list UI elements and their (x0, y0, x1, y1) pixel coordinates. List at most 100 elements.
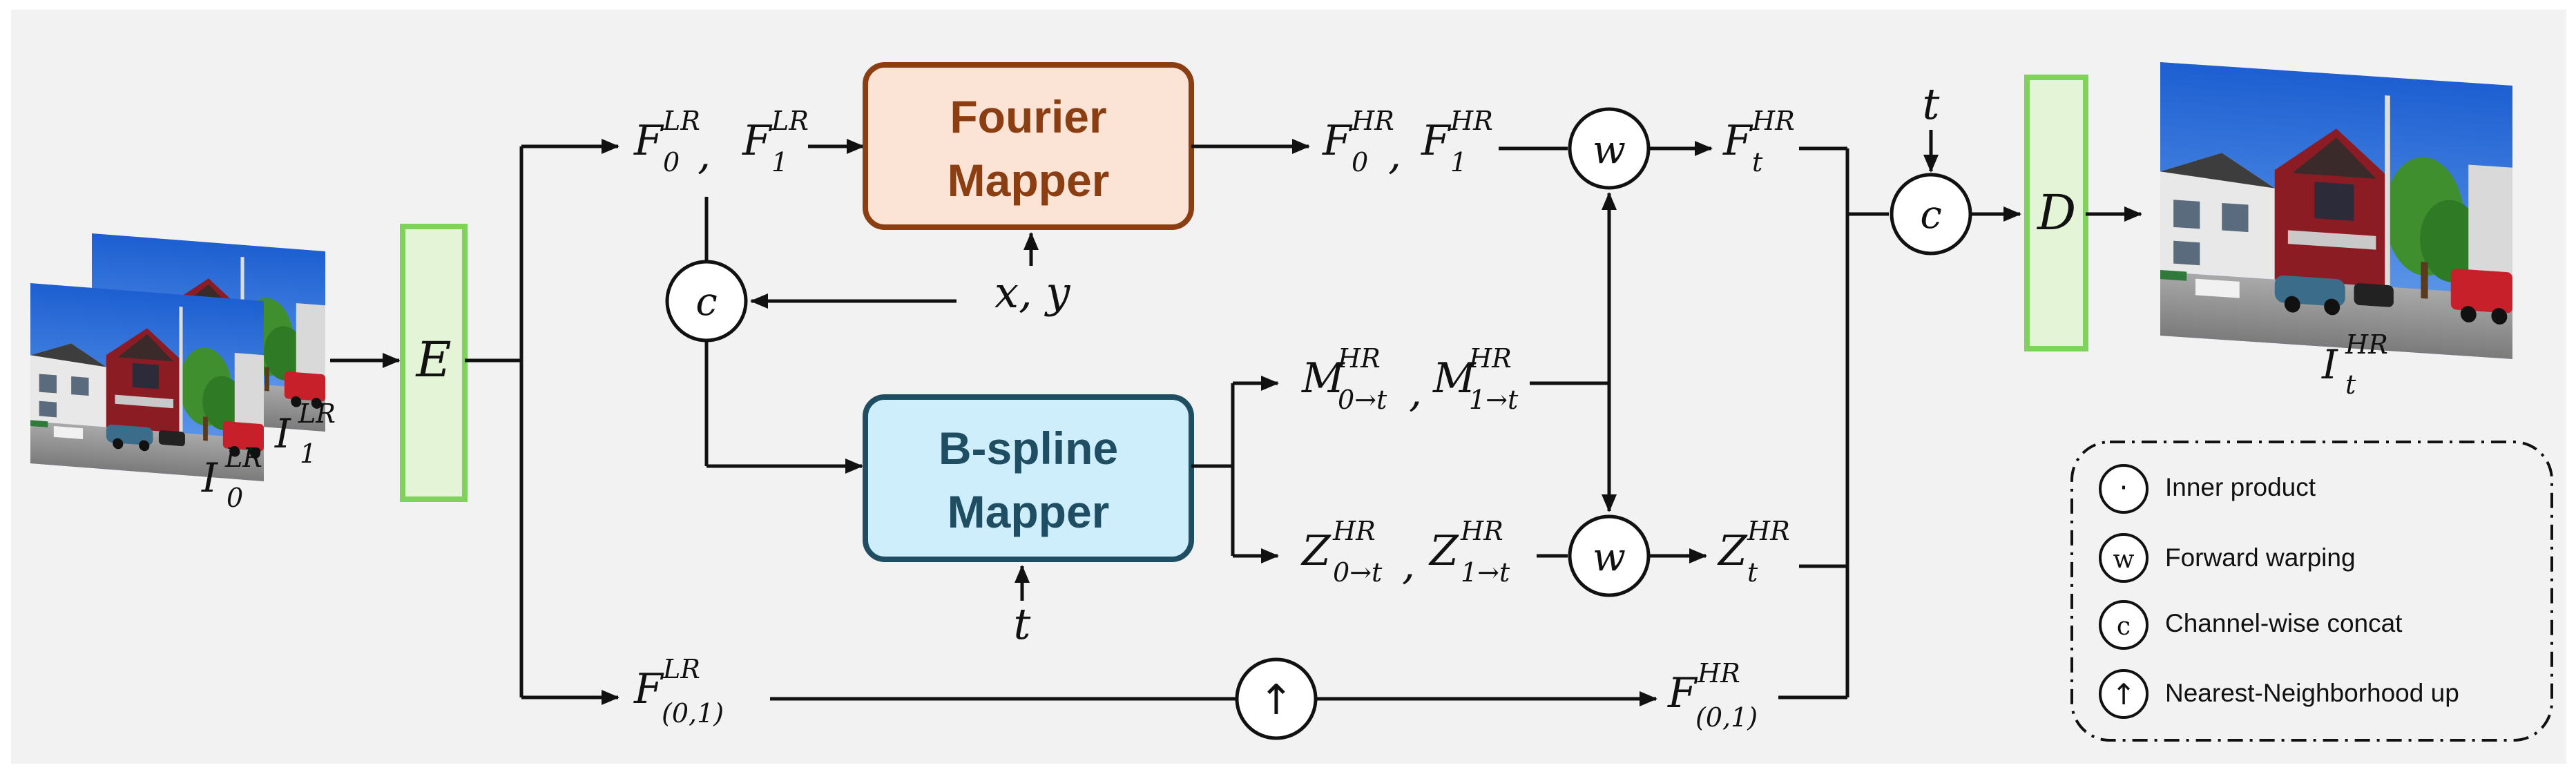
svg-text:Z: Z (1300, 527, 1332, 575)
svg-text:c: c (2117, 612, 2131, 641)
label-f01-lr: F (0,1) LR (633, 654, 724, 728)
label-t-bottom: t (1014, 599, 1031, 649)
svg-text:,: , (698, 131, 711, 179)
legend: · Inner product w Forward warping c Chan… (2070, 441, 2553, 742)
svg-text:LR: LR (298, 398, 336, 429)
svg-text:F: F (1722, 117, 1753, 165)
label-i1-lr: I 1 LR (274, 398, 336, 469)
svg-text:F: F (742, 117, 773, 165)
svg-text:Inner product: Inner product (2165, 473, 2316, 501)
label-it-hr: I t HR (2321, 329, 2388, 400)
svg-text:1→t: 1→t (1469, 385, 1519, 415)
svg-text:Z: Z (1428, 527, 1459, 575)
svg-text:t: t (1747, 557, 1758, 588)
svg-text:HR: HR (1468, 343, 1512, 374)
svg-text:1: 1 (771, 147, 788, 177)
svg-text:F: F (1322, 117, 1353, 165)
label-ft-hr: F t HR (1722, 106, 1795, 177)
upsample-node: ↑ (1235, 657, 1318, 740)
svg-text:,: , (1388, 131, 1401, 179)
label-f1-hr: F 1 HR (1421, 106, 1493, 177)
legend-item-channel-concat: c Channel-wise concat (2099, 600, 2403, 650)
svg-text:,: , (1402, 541, 1415, 589)
svg-text:0→t: 0→t (1338, 385, 1387, 415)
svg-text:0: 0 (227, 483, 243, 513)
svg-text:(0,1): (0,1) (662, 698, 724, 728)
svg-text:c: c (695, 280, 717, 325)
svg-text:F: F (633, 665, 664, 713)
concat-left-connectors (704, 197, 957, 474)
svg-text:F: F (633, 117, 664, 165)
svg-text:0: 0 (1352, 147, 1368, 177)
svg-text:Z: Z (1717, 527, 1748, 575)
svg-text:B-spline: B-spline (939, 423, 1118, 474)
bspline-outputs (1191, 376, 1279, 563)
label-i0-lr: I 0 LR (201, 443, 262, 513)
label-m-0t: M 0→t HR , (1301, 343, 1422, 416)
svg-text:t: t (2345, 369, 2356, 400)
svg-text:Channel-wise concat: Channel-wise concat (2165, 609, 2403, 637)
svg-text:w: w (1593, 128, 1626, 173)
svg-text:1: 1 (300, 438, 316, 469)
legend-item-nn-up: ↑ Nearest-Neighborhood up (2099, 669, 2459, 719)
svg-text:c: c (1920, 193, 1941, 238)
svg-text:HR: HR (1697, 658, 1740, 688)
merge-connectors (1778, 146, 1889, 699)
svg-text:1: 1 (1450, 147, 1467, 177)
label-z-0t: Z 0→t HR , (1300, 516, 1415, 589)
bspline-mapper-block: B-spline Mapper (863, 394, 1194, 562)
svg-text:I: I (2321, 341, 2338, 388)
svg-text:I: I (274, 410, 291, 457)
svg-text:1→t: 1→t (1461, 557, 1510, 588)
label-z-1t: Z 1→t HR (1428, 516, 1510, 588)
svg-text:Mapper: Mapper (948, 486, 1110, 537)
svg-text:LR: LR (771, 106, 809, 136)
label-f0-lr: F 0 LR , (633, 106, 711, 179)
svg-text:(0,1): (0,1) (1695, 702, 1758, 733)
warp-node-top: w (1568, 107, 1651, 190)
svg-text:w: w (2113, 546, 2135, 574)
svg-text:0: 0 (663, 147, 680, 177)
svg-text:↑: ↑ (2111, 677, 2135, 711)
svg-text:HR: HR (1450, 106, 1493, 136)
fourier-mapper-block: Fourier Mapper (863, 62, 1194, 230)
svg-text:HR: HR (2345, 329, 2388, 360)
decoder-block: D (2024, 75, 2088, 351)
svg-text:Nearest-Neighborhood up: Nearest-Neighborhood up (2165, 679, 2459, 707)
legend-item-forward-warping: w Forward warping (2099, 533, 2356, 583)
motion-connectors (1530, 192, 1617, 558)
svg-text:D: D (2036, 184, 2076, 241)
label-t-top: t (1923, 79, 1940, 129)
svg-text:Mapper: Mapper (948, 155, 1110, 206)
svg-text:Forward warping: Forward warping (2165, 543, 2356, 572)
output-image (2160, 62, 2512, 359)
encoder-outputs (465, 139, 619, 705)
label-xy: x, y (994, 267, 1070, 318)
svg-text:F: F (1667, 669, 1698, 717)
warp-node-bottom: w (1568, 514, 1651, 597)
label-m-1t: M 1→t HR (1432, 343, 1519, 415)
svg-text:HR: HR (1351, 106, 1394, 136)
label-zt-hr: Z t HR (1717, 516, 1790, 588)
svg-text:M: M (1432, 354, 1477, 403)
svg-text:t: t (1752, 147, 1763, 177)
svg-text:HR: HR (1460, 516, 1503, 546)
svg-text:,: , (1409, 368, 1422, 416)
svg-text:LR: LR (662, 106, 700, 136)
svg-text:Fourier: Fourier (950, 91, 1106, 142)
concat-node-left: c (665, 260, 748, 342)
svg-text:F: F (1421, 117, 1452, 165)
legend-item-inner-product: · Inner product (2099, 464, 2316, 514)
svg-text:0→t: 0→t (1333, 557, 1383, 588)
svg-text:LR: LR (224, 443, 262, 473)
svg-text:HR: HR (1332, 516, 1376, 546)
svg-text:↑: ↑ (1259, 676, 1294, 724)
svg-text:LR: LR (662, 654, 700, 684)
svg-text:I: I (201, 454, 218, 501)
label-f0-hr: F 0 HR , (1322, 106, 1401, 179)
svg-text:w: w (1593, 535, 1626, 580)
svg-text:E: E (414, 331, 451, 388)
label-f01-hr: F (0,1) HR (1667, 658, 1758, 733)
